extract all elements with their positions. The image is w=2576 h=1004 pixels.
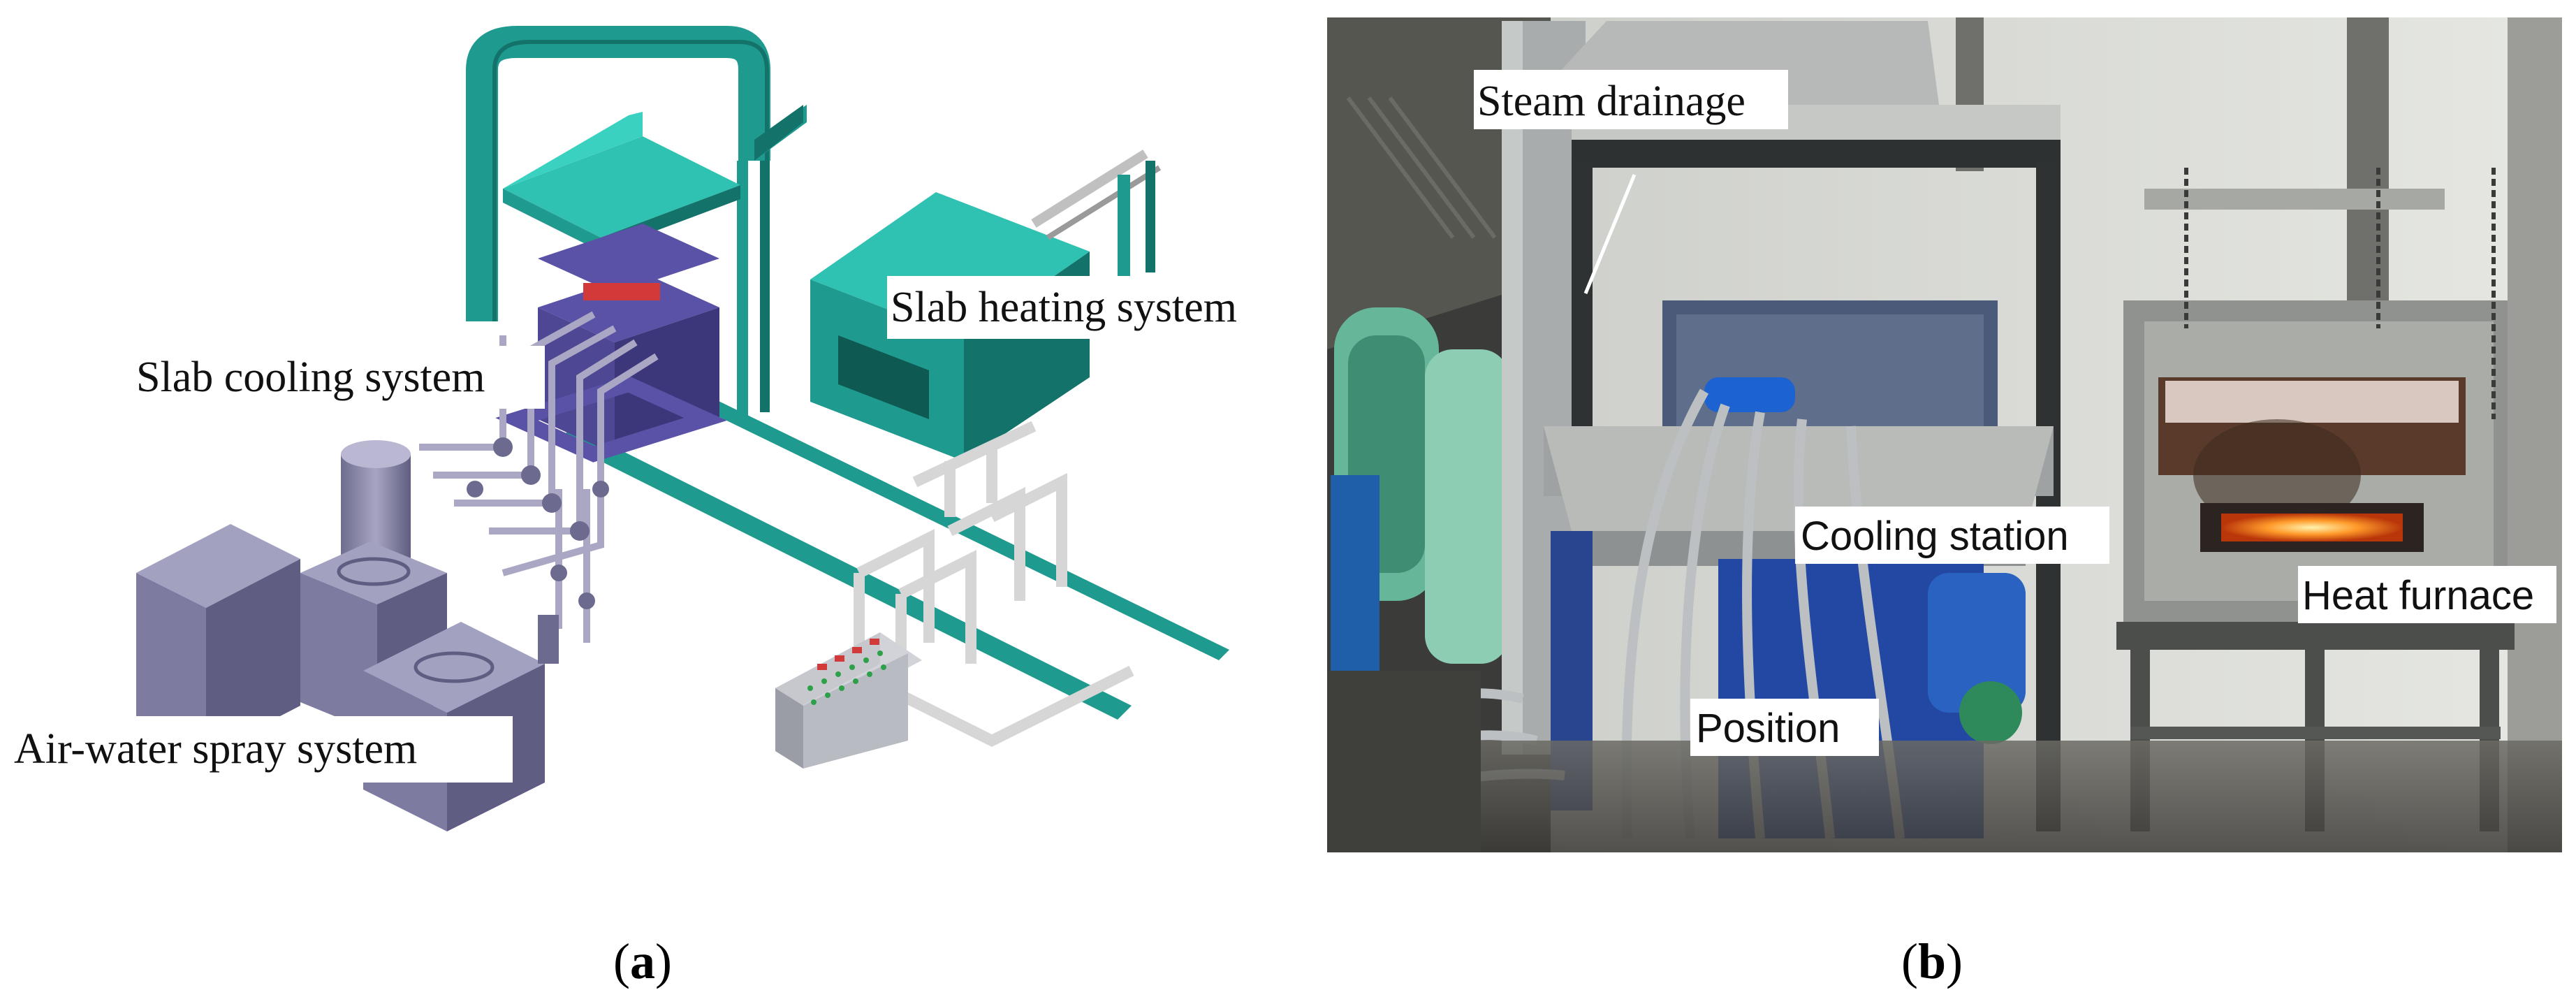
label-steam-drainage: Steam drainage [1477, 78, 1746, 125]
panel-b-photo: Steam drainage Cooling station Heat furn… [1327, 17, 2562, 989]
caption-b: (b) [1901, 933, 1963, 989]
workshop-floor [1327, 741, 2562, 852]
label-position: Position [1696, 706, 1840, 751]
label-slab-cooling: Slab cooling system [136, 354, 485, 401]
label-air-water-spray: Air-water spray system [14, 725, 417, 773]
pipes [419, 311, 659, 643]
label-heat-furnace: Heat furnace [2302, 573, 2534, 618]
label-bg-position [1690, 699, 1879, 756]
label-bg-slab-cooling [133, 346, 545, 409]
label-cooling-station: Cooling station [1801, 514, 2069, 559]
label-bg-slab-heating [887, 276, 1292, 339]
pipe-valves [467, 437, 609, 609]
label-bg-air-water-spray [10, 716, 513, 783]
label-bg-steam-drainage [1474, 70, 1788, 129]
control-panel [775, 632, 922, 769]
label-bg-heat-furnace [2298, 566, 2556, 623]
panel-a-schematic: Slab heating system Slab cooling system … [10, 26, 1292, 989]
caption-a: (a) [613, 933, 672, 989]
label-bg-cooling-station [1795, 507, 2109, 564]
exhaust-duct [466, 26, 807, 419]
leader-line-steam-drainage [1583, 174, 1637, 294]
label-slab-heating: Slab heating system [891, 284, 1237, 331]
